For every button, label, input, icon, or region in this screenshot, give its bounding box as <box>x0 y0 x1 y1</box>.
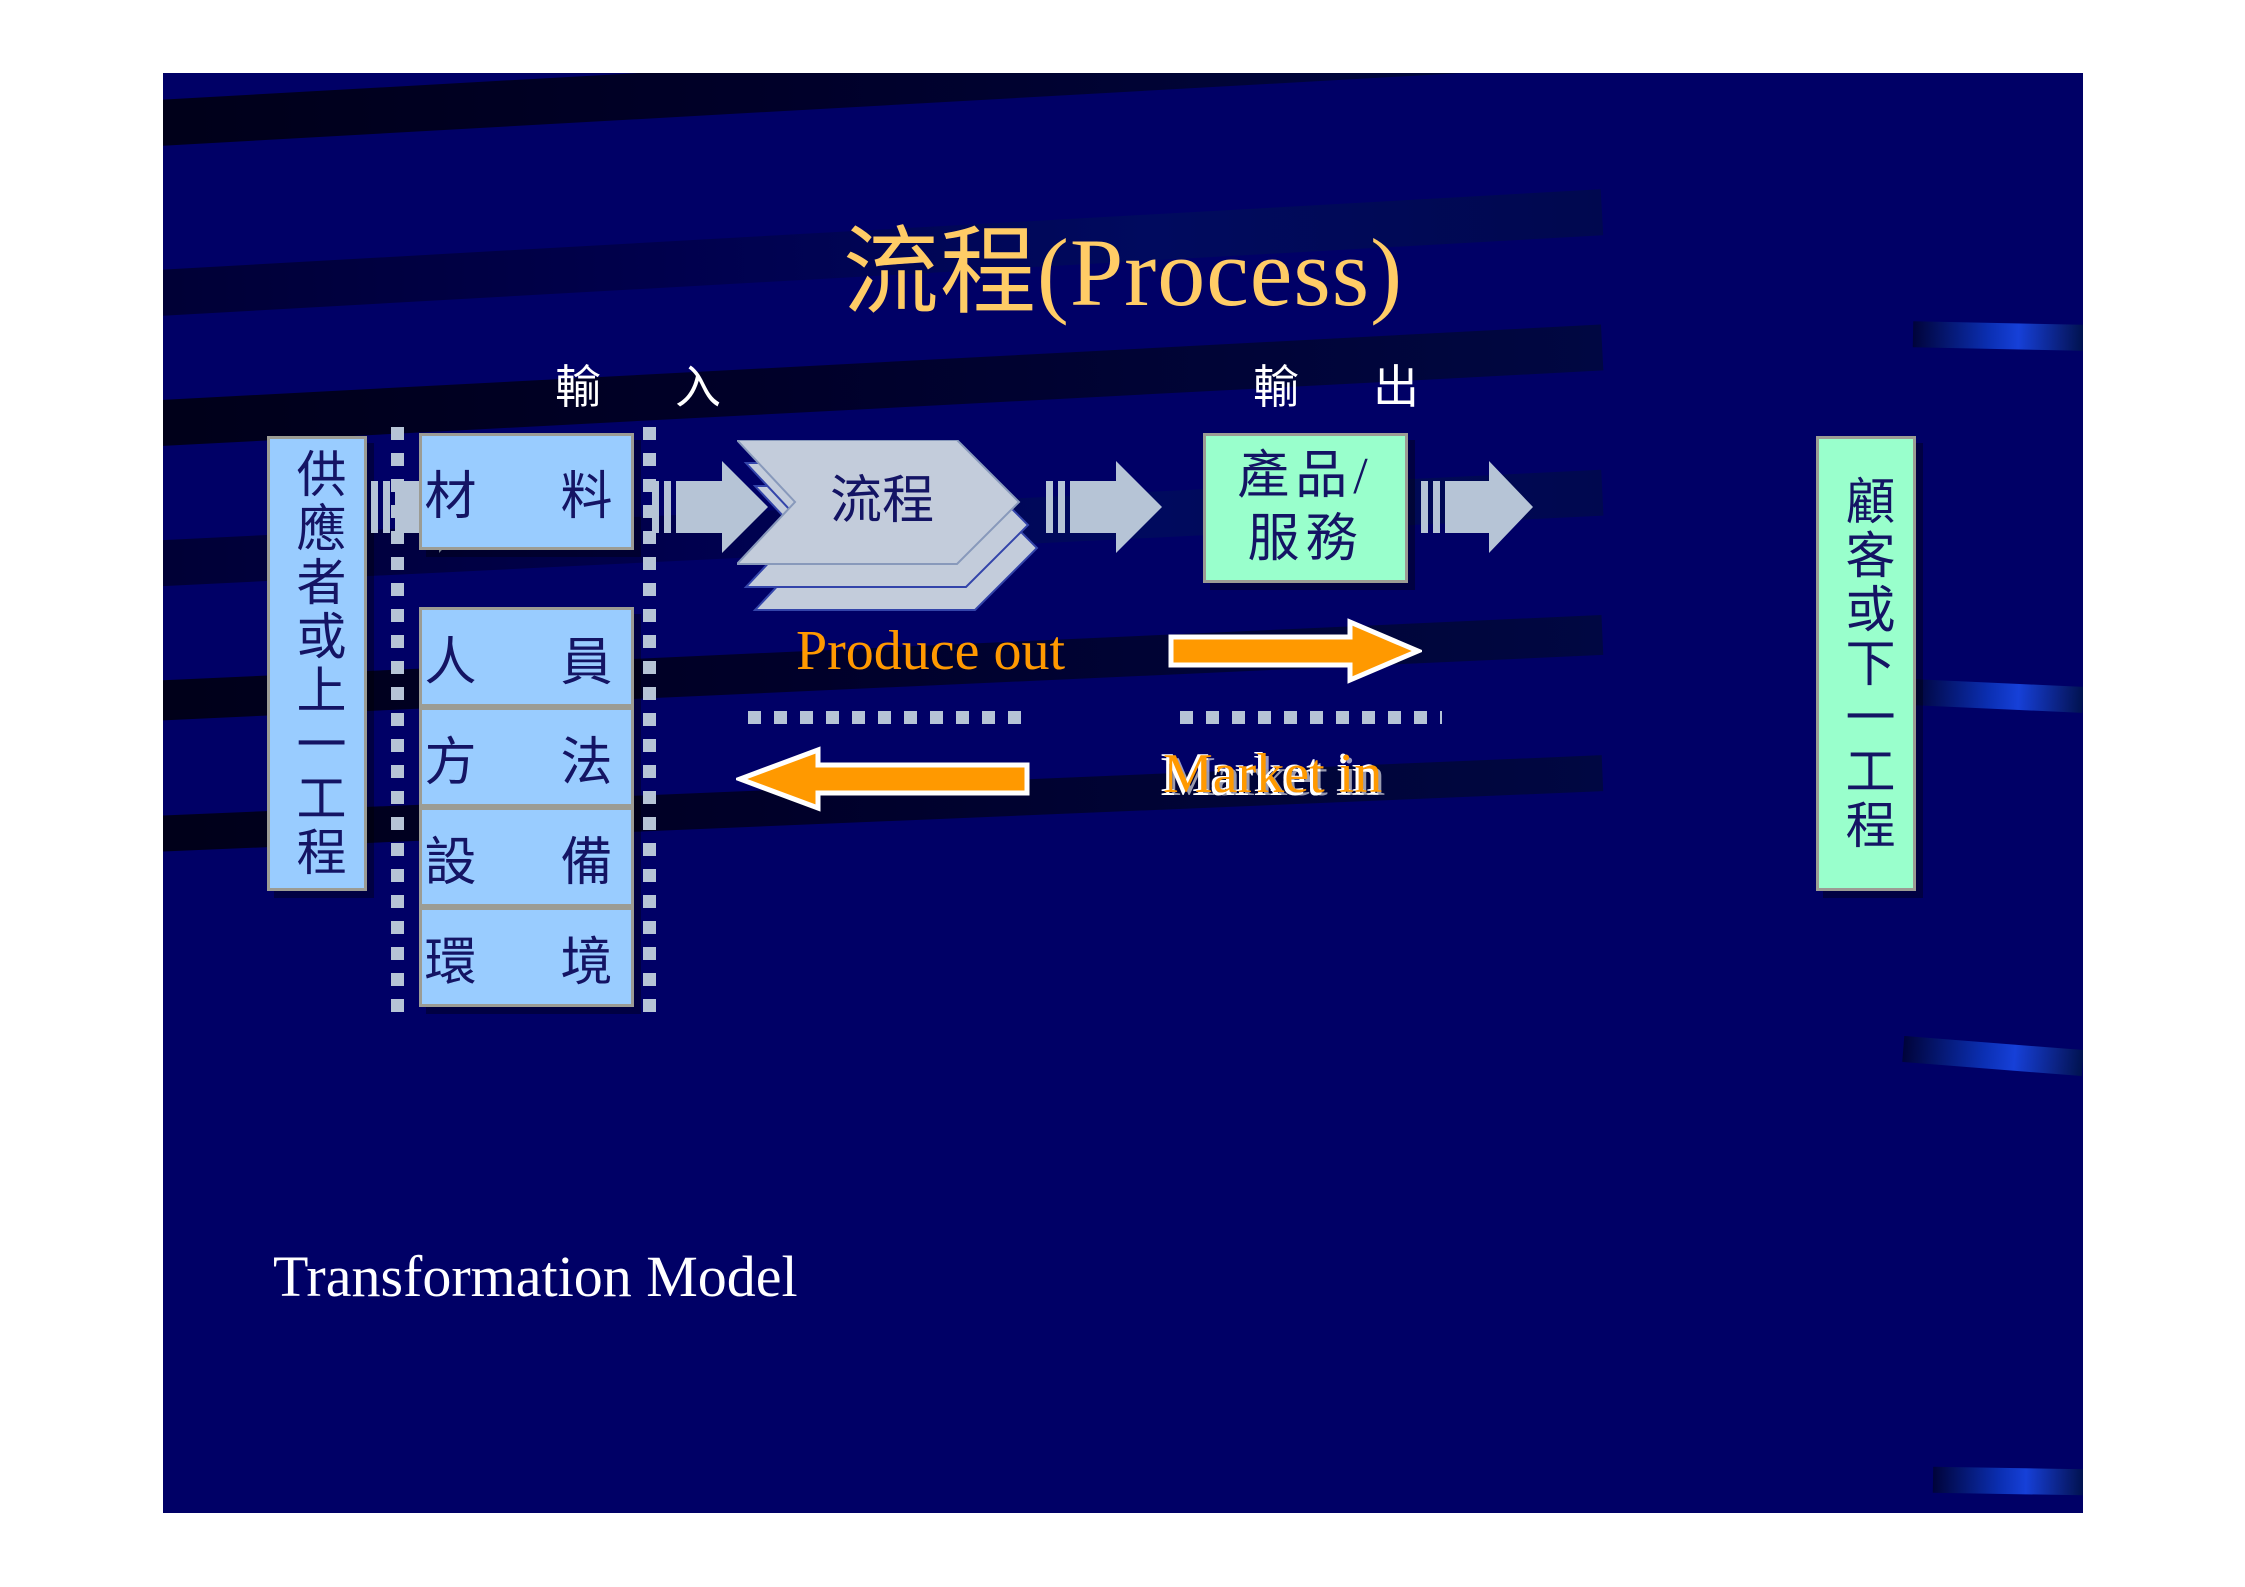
process-label: 流程 <box>830 473 934 530</box>
resource-label: 設 備 <box>424 834 629 892</box>
background-swoosh <box>163 73 1607 223</box>
resource-label: 人 員 <box>424 634 629 692</box>
slide-canvas: 流程(Process) 輸 入 輸 出 供應者或上一工程 材 料 人 員 方 法… <box>163 73 2083 1513</box>
market-in-label: Market in <box>1163 743 1383 805</box>
orange-right-arrow-icon <box>1168 618 1422 684</box>
footer-caption: Transformation Model <box>273 1244 798 1309</box>
box-product-service[interactable]: 產品/ 服務 <box>1203 433 1408 583</box>
caption-output: 輸 出 <box>1253 362 1433 413</box>
ribbon-accent <box>1912 321 2083 351</box>
box-supplier[interactable]: 供應者或上一工程 <box>267 436 367 891</box>
resource-label: 環 境 <box>424 934 629 992</box>
process-underline-dotted <box>748 711 1023 724</box>
right-arrow-icon <box>1046 461 1162 553</box>
right-arrow-icon <box>1421 461 1533 553</box>
resource-stack: 人 員 方 法 設 備 環 境 <box>419 607 634 1007</box>
input-group-dotted-border-left <box>391 427 404 1019</box>
list-item[interactable]: 人 員 <box>419 607 634 707</box>
ribbon-accent <box>1912 679 2083 713</box>
box-product-service-label: 產品/ 服務 <box>1237 445 1373 572</box>
slide-title: 流程(Process) <box>842 219 1404 326</box>
right-arrow-icon <box>652 461 768 553</box>
ribbon-accent <box>1902 1035 2083 1077</box>
box-customer[interactable]: 顧客或下一工程 <box>1816 436 1916 891</box>
output-underline-dotted <box>1180 711 1442 724</box>
list-item[interactable]: 設 備 <box>419 807 634 907</box>
list-item[interactable]: 環 境 <box>419 907 634 1007</box>
layered-chevron-icon[interactable]: 流程 <box>737 440 1057 630</box>
box-supplier-label: 供應者或上一工程 <box>289 447 346 880</box>
orange-left-arrow-icon <box>736 746 1030 812</box>
box-customer-label: 顧客或下一工程 <box>1838 474 1895 853</box>
list-item[interactable]: 方 法 <box>419 707 634 807</box>
product-line-1: 產品/ <box>1237 447 1374 505</box>
box-material-label: 材 料 <box>424 469 629 526</box>
input-group-dotted-border-right <box>643 427 656 1019</box>
resource-label: 方 法 <box>424 734 629 792</box>
ribbon-accent <box>1932 1466 2083 1496</box>
box-material[interactable]: 材 料 <box>419 433 634 550</box>
produce-out-label: Produce out <box>796 620 1066 682</box>
caption-input: 輸 入 <box>555 362 735 413</box>
product-line-2: 服務 <box>1247 511 1364 568</box>
